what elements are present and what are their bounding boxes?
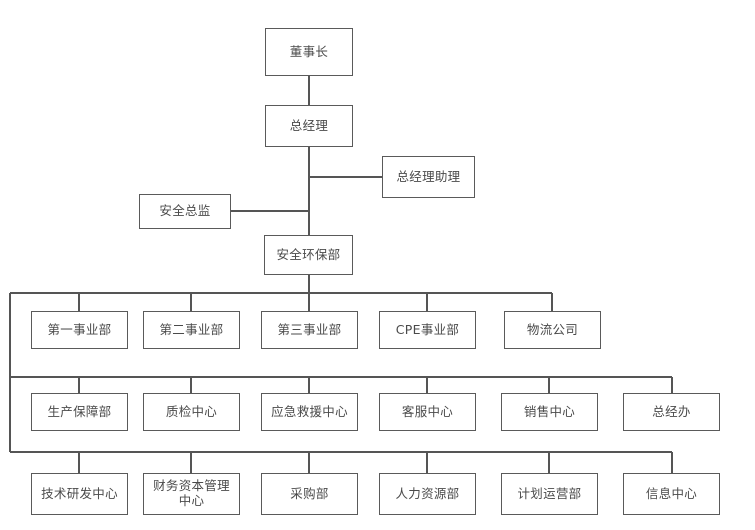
node-quality-inspection-center-label: 质检中心 <box>165 403 218 419</box>
node-chairman[interactable]: 董事长 <box>265 28 353 76</box>
node-information-center-label: 信息中心 <box>645 485 698 501</box>
node-finance-capital-management-center-label: 财务资本管理中心 <box>153 478 230 508</box>
node-emergency-rescue-center[interactable]: 应急救援中心 <box>261 393 358 431</box>
node-business-unit-1[interactable]: 第一事业部 <box>31 311 128 349</box>
node-human-resources-dept[interactable]: 人力资源部 <box>379 473 476 515</box>
node-general-manager-assistant[interactable]: 总经理助理 <box>382 156 475 198</box>
node-business-unit-3[interactable]: 第三事业部 <box>261 311 358 349</box>
node-general-manager-assistant-label: 总经理助理 <box>396 168 461 184</box>
node-rnd-center[interactable]: 技术研发中心 <box>31 473 128 515</box>
node-information-center[interactable]: 信息中心 <box>623 473 720 515</box>
node-chairman-label: 董事长 <box>289 43 329 59</box>
node-sales-center[interactable]: 销售中心 <box>501 393 598 431</box>
node-safety-environment-dept-label: 安全环保部 <box>276 246 341 262</box>
node-business-unit-1-label: 第一事业部 <box>47 321 112 337</box>
node-logistics-company-label: 物流公司 <box>526 321 579 337</box>
node-procurement-dept[interactable]: 采购部 <box>261 473 358 515</box>
node-customer-service-center-label: 客服中心 <box>401 403 454 419</box>
node-general-manager-office[interactable]: 总经办 <box>623 393 720 431</box>
node-general-manager-office-label: 总经办 <box>652 403 691 419</box>
node-logistics-company[interactable]: 物流公司 <box>504 311 601 349</box>
node-emergency-rescue-center-label: 应急救援中心 <box>271 403 348 419</box>
node-rnd-center-label: 技术研发中心 <box>41 485 118 501</box>
node-safety-director[interactable]: 安全总监 <box>139 194 231 229</box>
node-quality-inspection-center[interactable]: 质检中心 <box>143 393 240 431</box>
node-human-resources-dept-label: 人力资源部 <box>395 485 460 501</box>
node-general-manager[interactable]: 总经理 <box>265 105 353 147</box>
node-production-support-dept[interactable]: 生产保障部 <box>31 393 128 431</box>
node-customer-service-center[interactable]: 客服中心 <box>379 393 476 431</box>
node-sales-center-label: 销售中心 <box>523 403 576 419</box>
node-business-unit-2-label: 第二事业部 <box>159 321 224 337</box>
node-business-unit-cpe[interactable]: CPE事业部 <box>379 311 476 349</box>
node-planning-operations-dept-label: 计划运营部 <box>517 485 582 501</box>
node-safety-director-label: 安全总监 <box>159 203 211 219</box>
node-planning-operations-dept[interactable]: 计划运营部 <box>501 473 598 515</box>
node-safety-environment-dept[interactable]: 安全环保部 <box>264 235 353 275</box>
node-business-unit-3-label: 第三事业部 <box>277 321 342 337</box>
node-business-unit-cpe-label: CPE事业部 <box>395 321 460 337</box>
node-general-manager-label: 总经理 <box>289 117 329 133</box>
node-production-support-dept-label: 生产保障部 <box>47 403 112 419</box>
node-business-unit-2[interactable]: 第二事业部 <box>143 311 240 349</box>
node-procurement-dept-label: 采购部 <box>290 485 329 501</box>
node-finance-capital-management-center[interactable]: 财务资本管理中心 <box>143 473 240 515</box>
